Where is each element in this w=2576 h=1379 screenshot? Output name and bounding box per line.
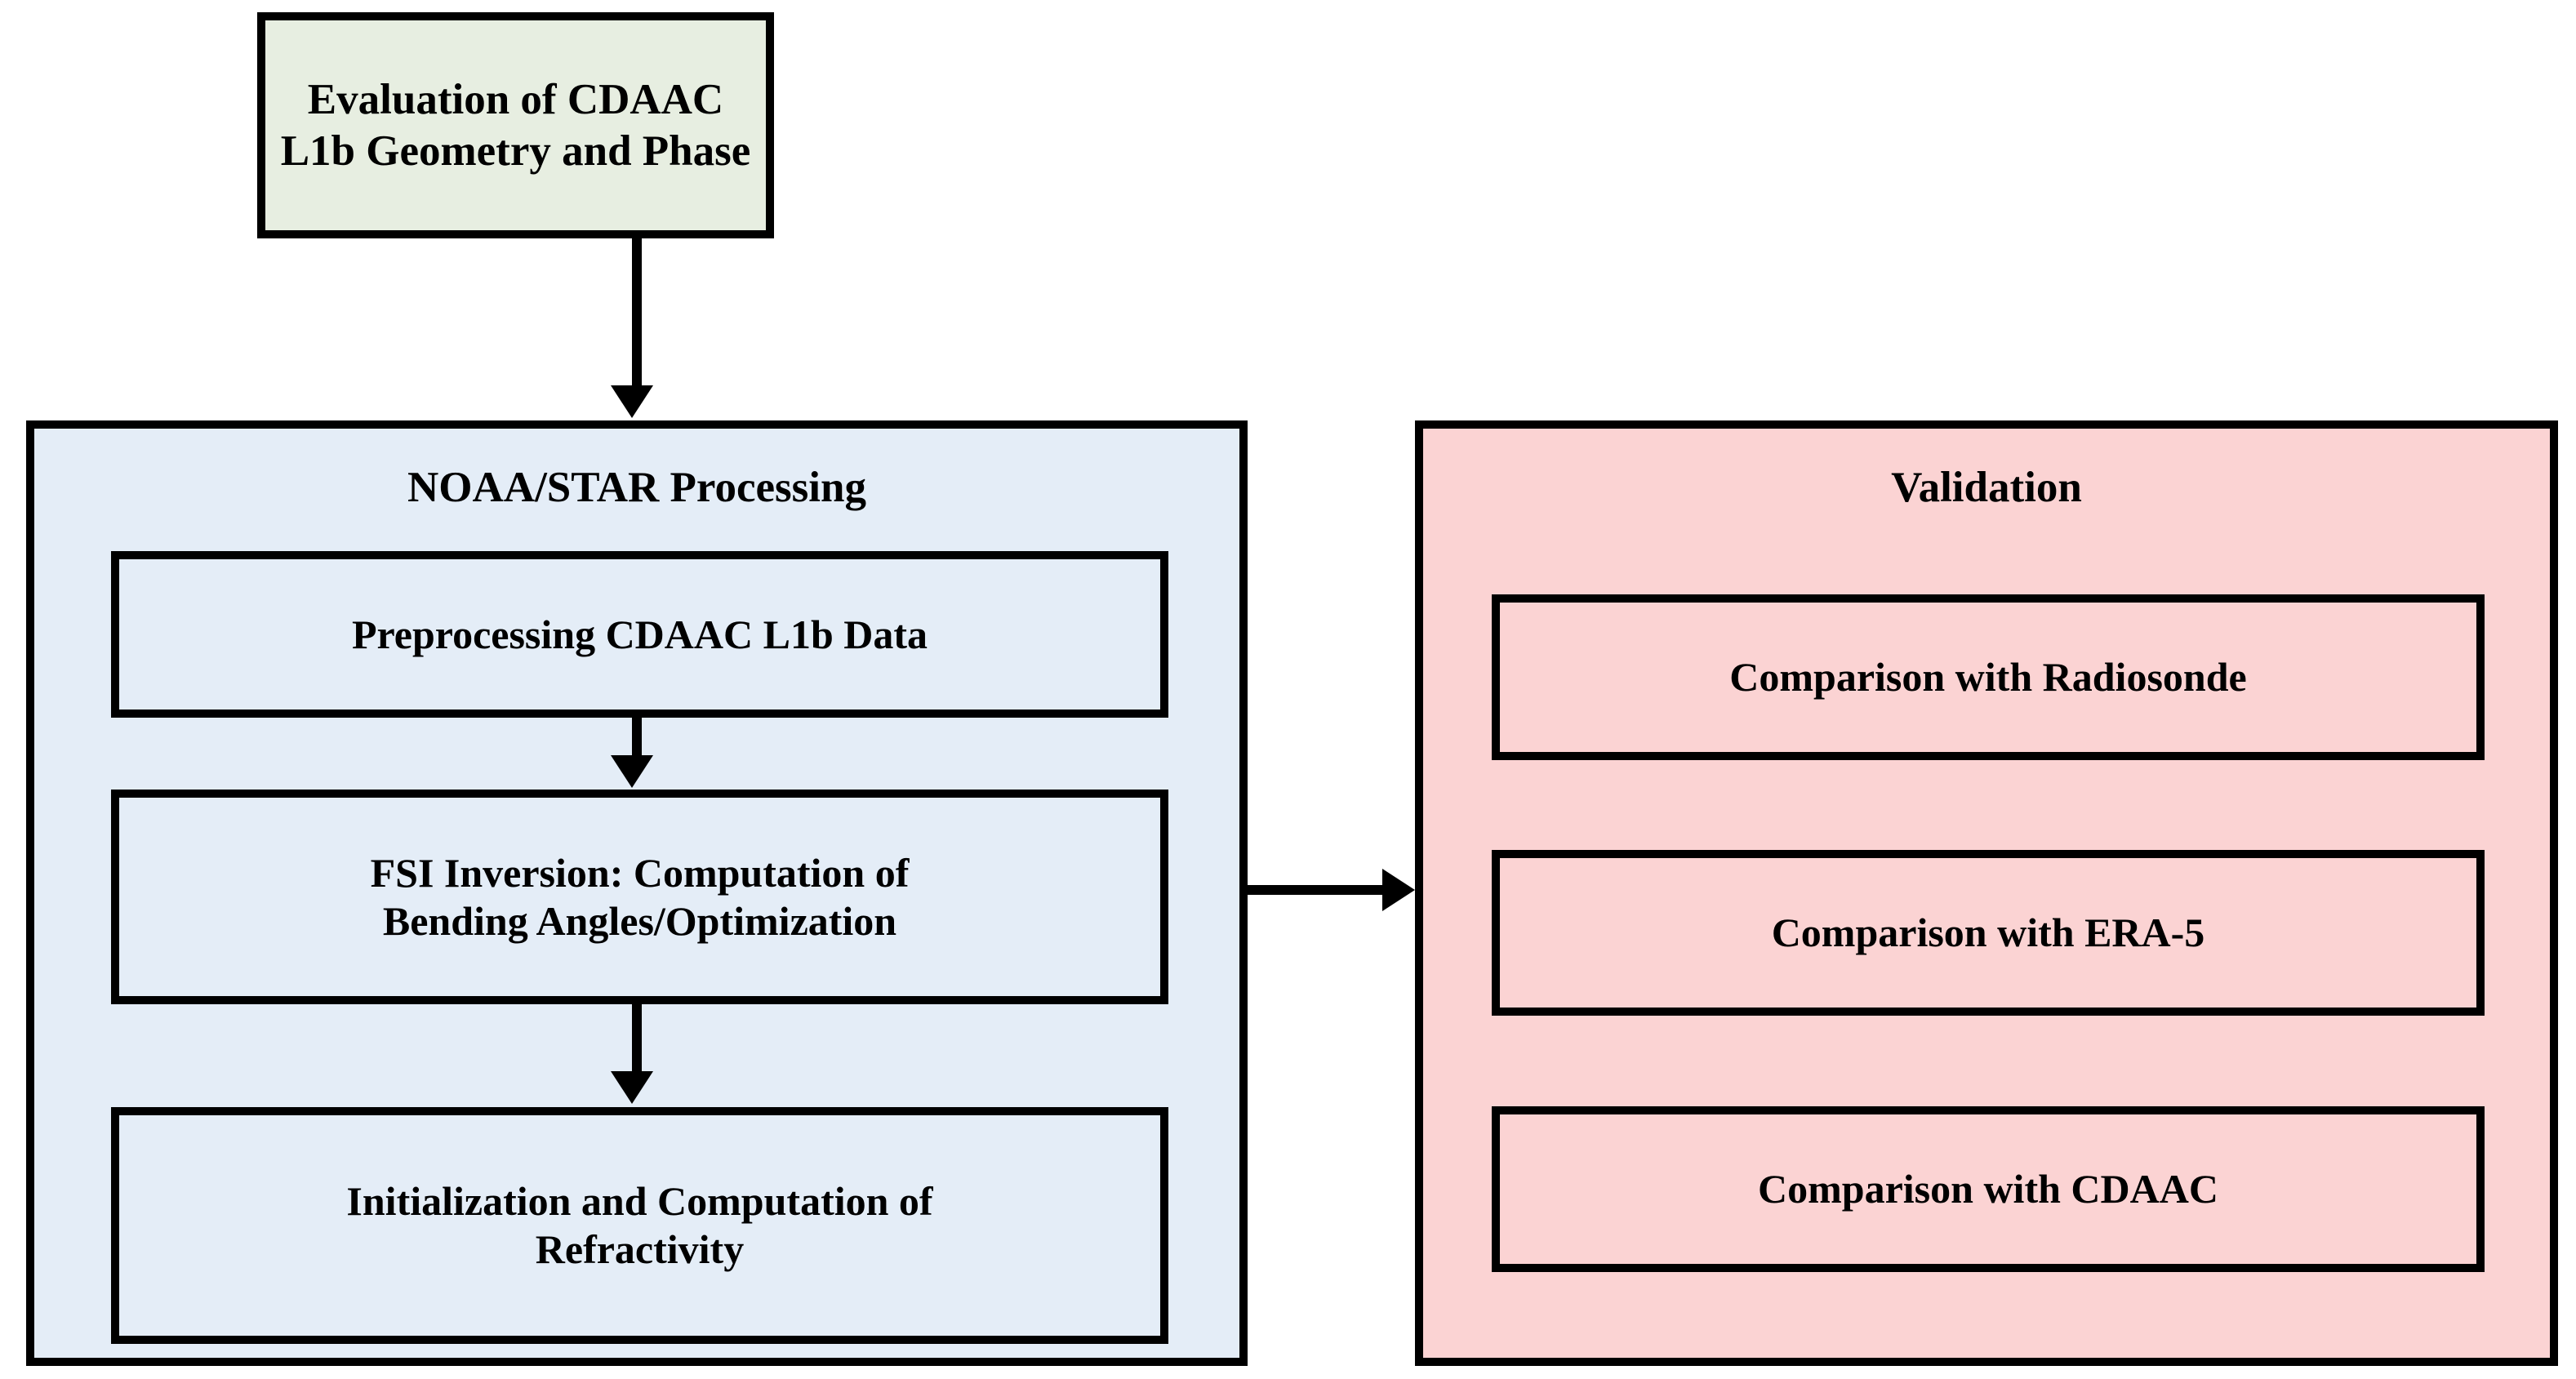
- node-comparison-cdaac[interactable]: Comparison with CDAAC: [1492, 1106, 2485, 1272]
- arrow-top-to-processing-head-icon: [611, 385, 653, 418]
- node-comparison-cdaac-label: Comparison with CDAAC: [1746, 1165, 2230, 1213]
- node-fsi-inversion[interactable]: FSI Inversion: Computation of Bending An…: [111, 790, 1168, 1004]
- node-initialization-refractivity-line2: Refractivity: [535, 1226, 745, 1272]
- node-evaluation-cdaac-label: Evaluation of CDAAC L1b Geometry and Pha…: [269, 74, 763, 176]
- node-comparison-cdaac-line1: Comparison with CDAAC: [1758, 1166, 2218, 1212]
- arrow-processing-to-validation-shaft: [1248, 885, 1386, 895]
- node-fsi-inversion-label: FSI Inversion: Computation of Bending An…: [359, 849, 921, 945]
- node-fsi-inversion-line1: FSI Inversion: Computation of: [370, 849, 910, 896]
- node-preprocessing-cdaac-l1b-data-label: Preprocessing CDAAC L1b Data: [340, 611, 939, 659]
- node-comparison-radiosonde-label: Comparison with Radiosonde: [1718, 653, 2258, 701]
- node-evaluation-cdaac-line1: Evaluation of CDAAC: [307, 75, 724, 123]
- node-initialization-refractivity-label: Initialization and Computation of Refrac…: [335, 1177, 944, 1274]
- arrow-preprocessing-to-fsi-head-icon: [611, 755, 653, 788]
- node-preprocessing-cdaac-l1b-data[interactable]: Preprocessing CDAAC L1b Data: [111, 551, 1168, 718]
- node-comparison-radiosonde-line1: Comparison with Radiosonde: [1729, 654, 2247, 700]
- arrow-processing-to-validation-head-icon: [1382, 869, 1415, 911]
- node-preprocessing-cdaac-l1b-data-line1: Preprocessing CDAAC L1b Data: [351, 611, 928, 657]
- arrow-top-to-processing-shaft: [632, 238, 642, 389]
- node-evaluation-cdaac[interactable]: Evaluation of CDAAC L1b Geometry and Pha…: [257, 12, 774, 238]
- arrow-fsi-to-refractivity-head-icon: [611, 1071, 653, 1104]
- node-fsi-inversion-line2: Bending Angles/Optimization: [382, 897, 897, 944]
- node-comparison-era5-label: Comparison with ERA-5: [1760, 909, 2217, 957]
- arrow-preprocessing-to-fsi-shaft: [632, 718, 642, 758]
- panel-validation-title: Validation: [1891, 464, 2082, 511]
- node-comparison-radiosonde[interactable]: Comparison with Radiosonde: [1492, 594, 2485, 760]
- node-initialization-refractivity[interactable]: Initialization and Computation of Refrac…: [111, 1107, 1168, 1344]
- node-initialization-refractivity-line1: Initialization and Computation of: [346, 1178, 933, 1224]
- panel-noaa-star-processing-title: NOAA/STAR Processing: [407, 464, 866, 511]
- node-evaluation-cdaac-line2: L1b Geometry and Phase: [280, 127, 751, 175]
- arrow-fsi-to-refractivity-shaft: [632, 1004, 642, 1074]
- node-comparison-era5-line1: Comparison with ERA-5: [1771, 910, 2205, 955]
- node-comparison-era5[interactable]: Comparison with ERA-5: [1492, 850, 2485, 1016]
